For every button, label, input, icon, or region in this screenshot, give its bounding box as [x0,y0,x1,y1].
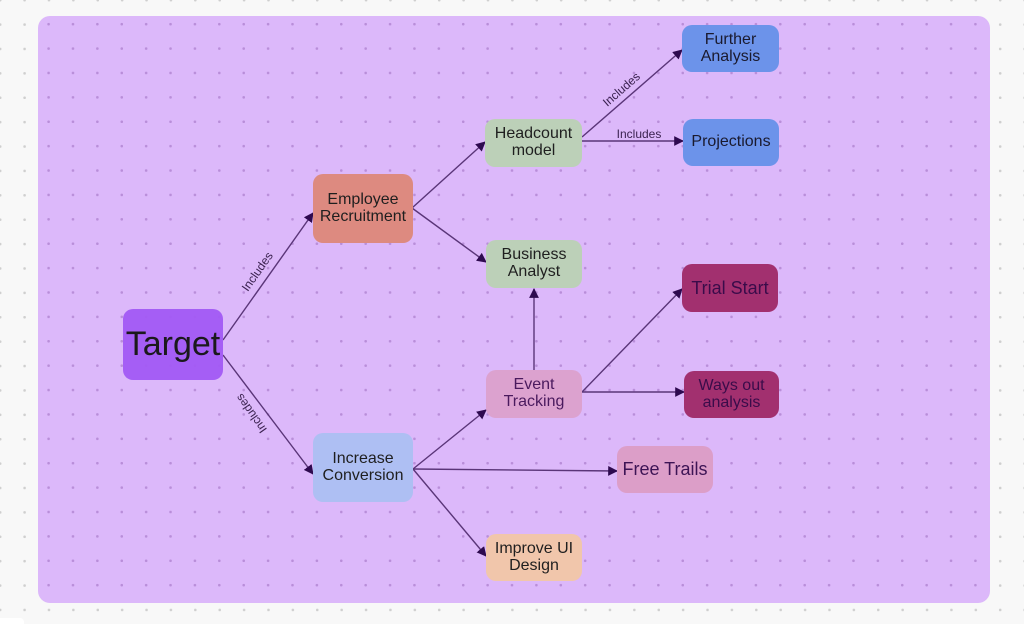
node-label: Projections [691,133,771,151]
node-headcount-model[interactable]: Headcount model [485,119,582,167]
node-free-trails[interactable]: Free Trails [617,446,713,493]
node-label: Headcount model [494,125,573,159]
diagram-canvas[interactable] [38,16,990,603]
node-further-analysis[interactable]: Further Analysis [682,25,779,72]
node-label: Employee Recruitment [319,190,407,225]
node-label: Improve UI Design [494,539,574,574]
node-improve-ui-design[interactable]: Improve UI Design [486,534,582,581]
node-label: Ways out analysis [698,376,765,411]
node-label: Event Tracking [503,376,565,410]
node-trial-start[interactable]: Trial Start [682,264,778,312]
node-business-analyst[interactable]: Business Analyst [486,240,582,288]
node-label: Target [125,324,221,363]
node-label: Increase Conversion [322,449,404,484]
node-event-tracking[interactable]: Event Tracking [486,370,582,418]
node-ways-out-analysis[interactable]: Ways out analysis [684,371,779,418]
corner-patch [0,618,24,624]
node-label: Free Trails [622,459,708,480]
node-target[interactable]: Target [123,309,223,380]
node-label: Business Analyst [501,246,567,280]
node-projections[interactable]: Projections [683,119,779,166]
node-increase-conversion[interactable]: Increase Conversion [313,433,413,502]
node-label: Trial Start [691,277,769,298]
node-employee-recruitment[interactable]: Employee Recruitment [313,174,413,243]
node-label: Further Analysis [700,30,761,65]
